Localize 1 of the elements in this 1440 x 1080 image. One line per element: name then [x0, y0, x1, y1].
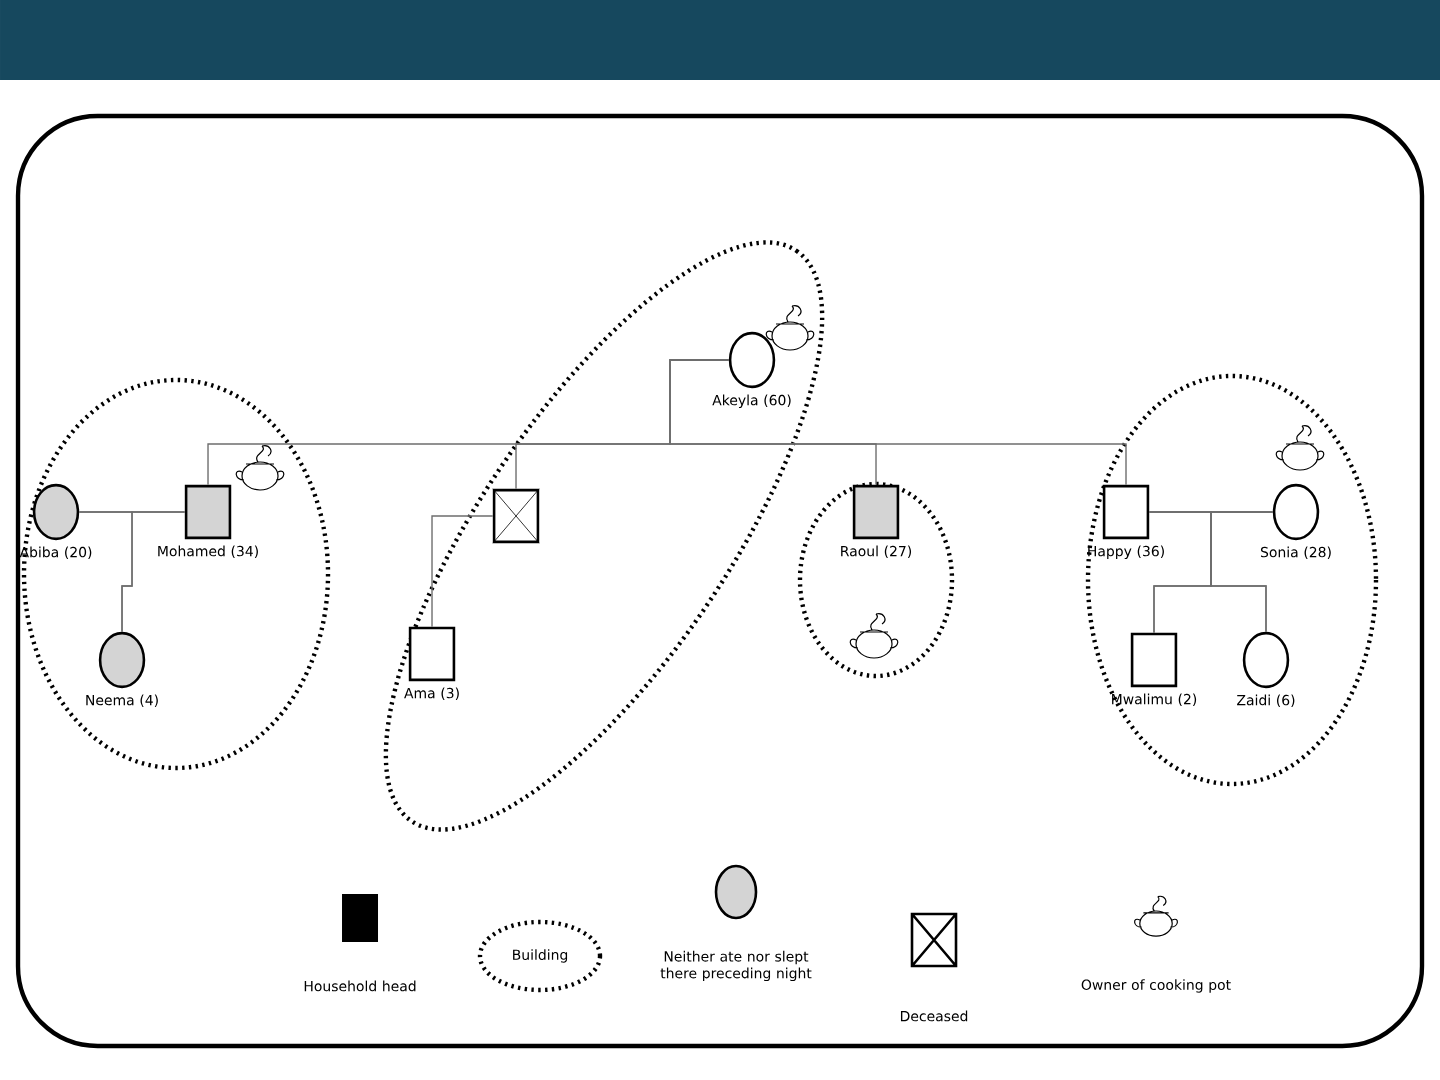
crossed-square-symbol — [492, 488, 540, 544]
